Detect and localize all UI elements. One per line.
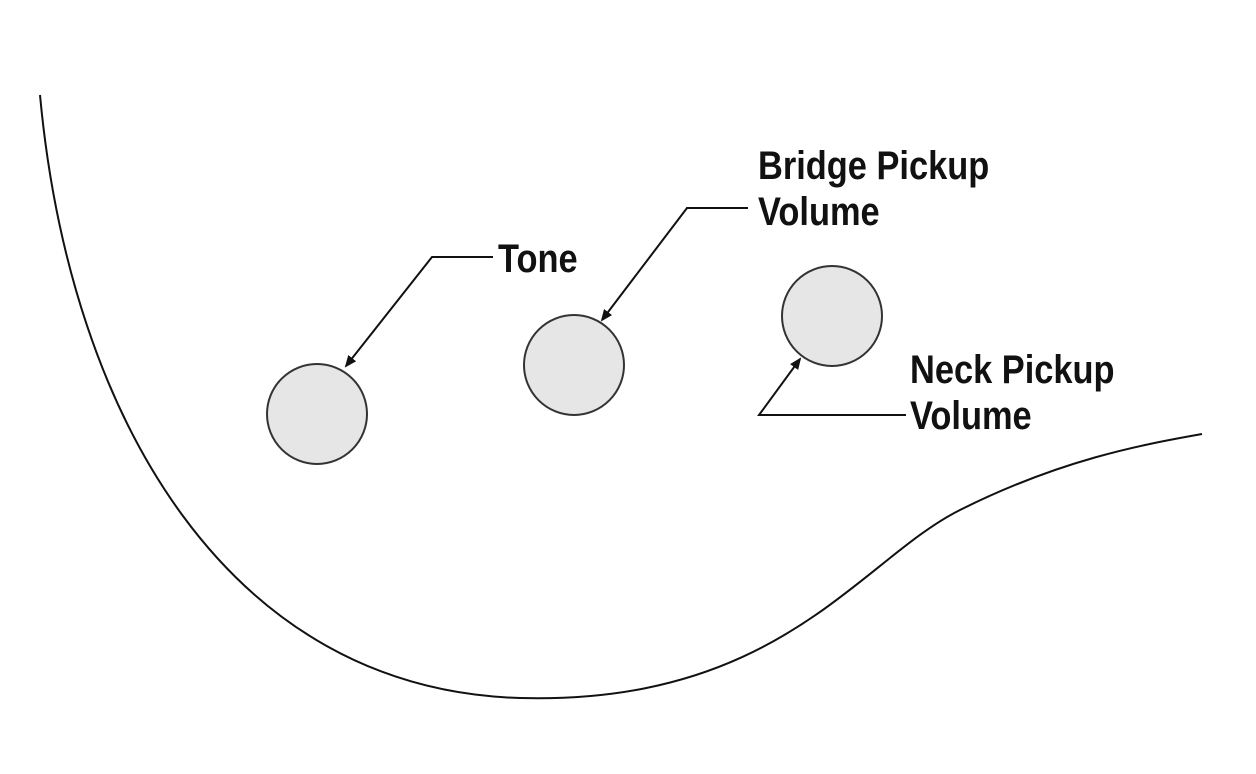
- bridge-pickup-leader-arrow: [600, 207, 748, 322]
- neck-pickup-label-line2: Volume: [910, 393, 1032, 438]
- tone-knob: [266, 363, 368, 465]
- neck-pickup-leader-arrow: [757, 357, 906, 416]
- bridge-pickup-label-line1: Bridge Pickup: [758, 143, 989, 188]
- bridge-pickup-label-line2: Volume: [758, 189, 880, 234]
- tone-leader-arrow: [344, 256, 493, 368]
- guitar-body-outline: [39, 94, 1203, 700]
- bridge-pickup-volume-knob: [523, 314, 625, 416]
- neck-pickup-volume-knob: [781, 265, 883, 367]
- tone-label: Tone: [498, 236, 578, 281]
- neck-pickup-label-line1: Neck Pickup: [910, 347, 1115, 392]
